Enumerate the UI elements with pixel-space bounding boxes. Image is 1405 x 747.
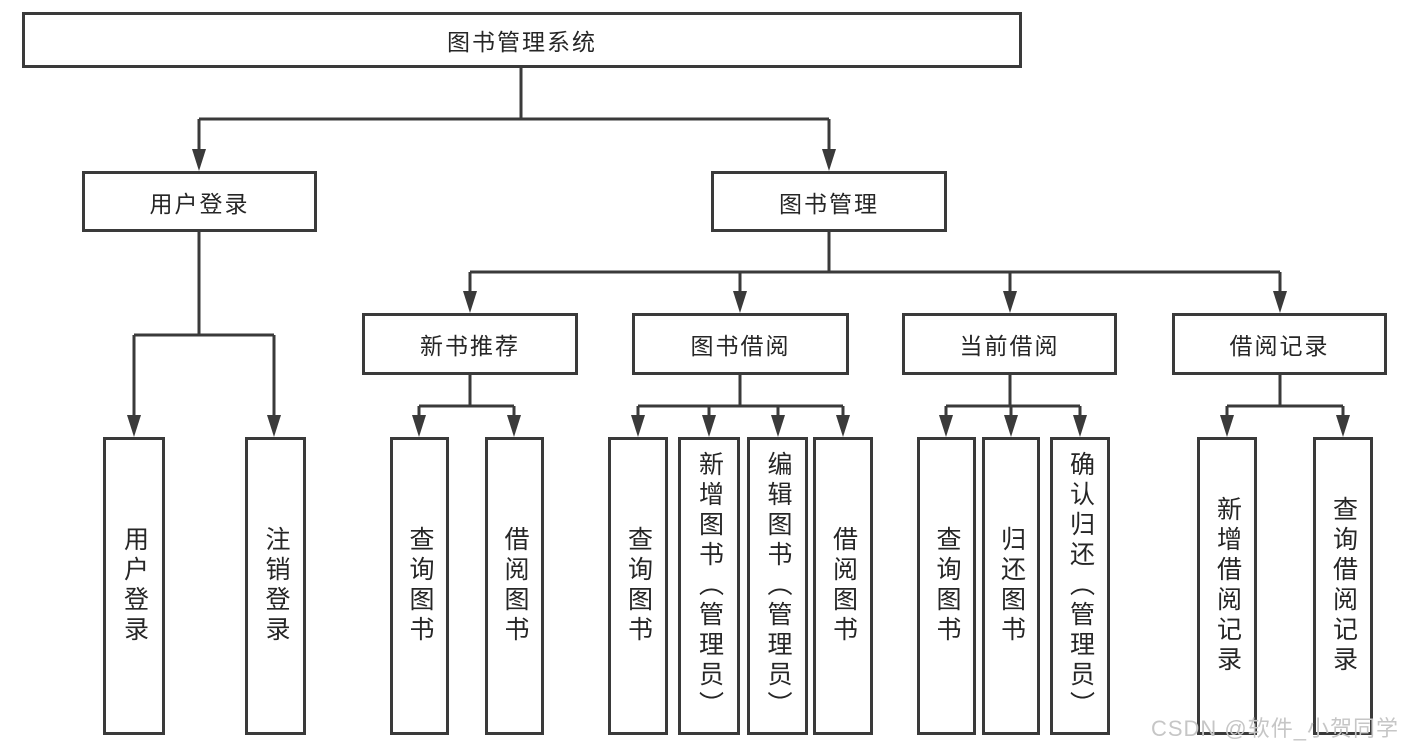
leaf-borrowing-add-books-admin: 新增图书（管理员） xyxy=(678,437,740,735)
arrowheads-new-book-rec-split xyxy=(412,415,521,437)
leaf-current-return-books: 归还图书 xyxy=(982,437,1040,735)
connector-book-mgmt-split xyxy=(468,232,1282,300)
node-current-borrowing: 当前借阅 xyxy=(902,313,1117,375)
arrowheads-borrow-records-split xyxy=(1220,415,1350,437)
connector-borrow-records-split xyxy=(1225,375,1345,424)
arrowheads-current-borrow-split xyxy=(939,415,1087,437)
connector-root-split xyxy=(197,68,831,158)
arrowheads-book-mgmt-split xyxy=(463,291,1287,313)
node-library-system: 图书管理系统 xyxy=(22,12,1022,68)
leaf-recommend-borrow-books: 借阅图书 xyxy=(485,437,544,735)
leaf-borrowing-borrow-books: 借阅图书 xyxy=(813,437,873,735)
connector-book-borrow-split xyxy=(636,375,845,424)
leaf-user-login: 用户登录 xyxy=(103,437,165,735)
node-new-book-recommend: 新书推荐 xyxy=(362,313,578,375)
arrowheads-book-borrow-split xyxy=(631,415,850,437)
leaf-borrowing-query-books: 查询图书 xyxy=(608,437,668,735)
node-book-borrowing: 图书借阅 xyxy=(632,313,849,375)
leaf-records-query-record: 查询借阅记录 xyxy=(1313,437,1373,735)
leaf-current-query-books: 查询图书 xyxy=(917,437,976,735)
node-borrowing-records: 借阅记录 xyxy=(1172,313,1387,375)
csdn-watermark: CSDN @软件_小贺同学 xyxy=(1150,716,1399,741)
node-book-management: 图书管理 xyxy=(711,171,947,232)
arrowheads-root-split xyxy=(192,149,836,171)
leaf-borrowing-edit-books-admin: 编辑图书（管理员） xyxy=(747,437,808,735)
arrowheads-user-login-split xyxy=(127,415,281,437)
leaf-current-confirm-return-admin: 确认归还（管理员） xyxy=(1050,437,1110,735)
connector-user-login-split xyxy=(132,232,276,424)
leaf-recommend-query-books: 查询图书 xyxy=(390,437,449,735)
leaf-records-add-record: 新增借阅记录 xyxy=(1197,437,1257,735)
leaf-logout: 注销登录 xyxy=(245,437,306,735)
node-user-login: 用户登录 xyxy=(82,171,317,232)
connector-new-book-rec-split xyxy=(417,375,516,424)
